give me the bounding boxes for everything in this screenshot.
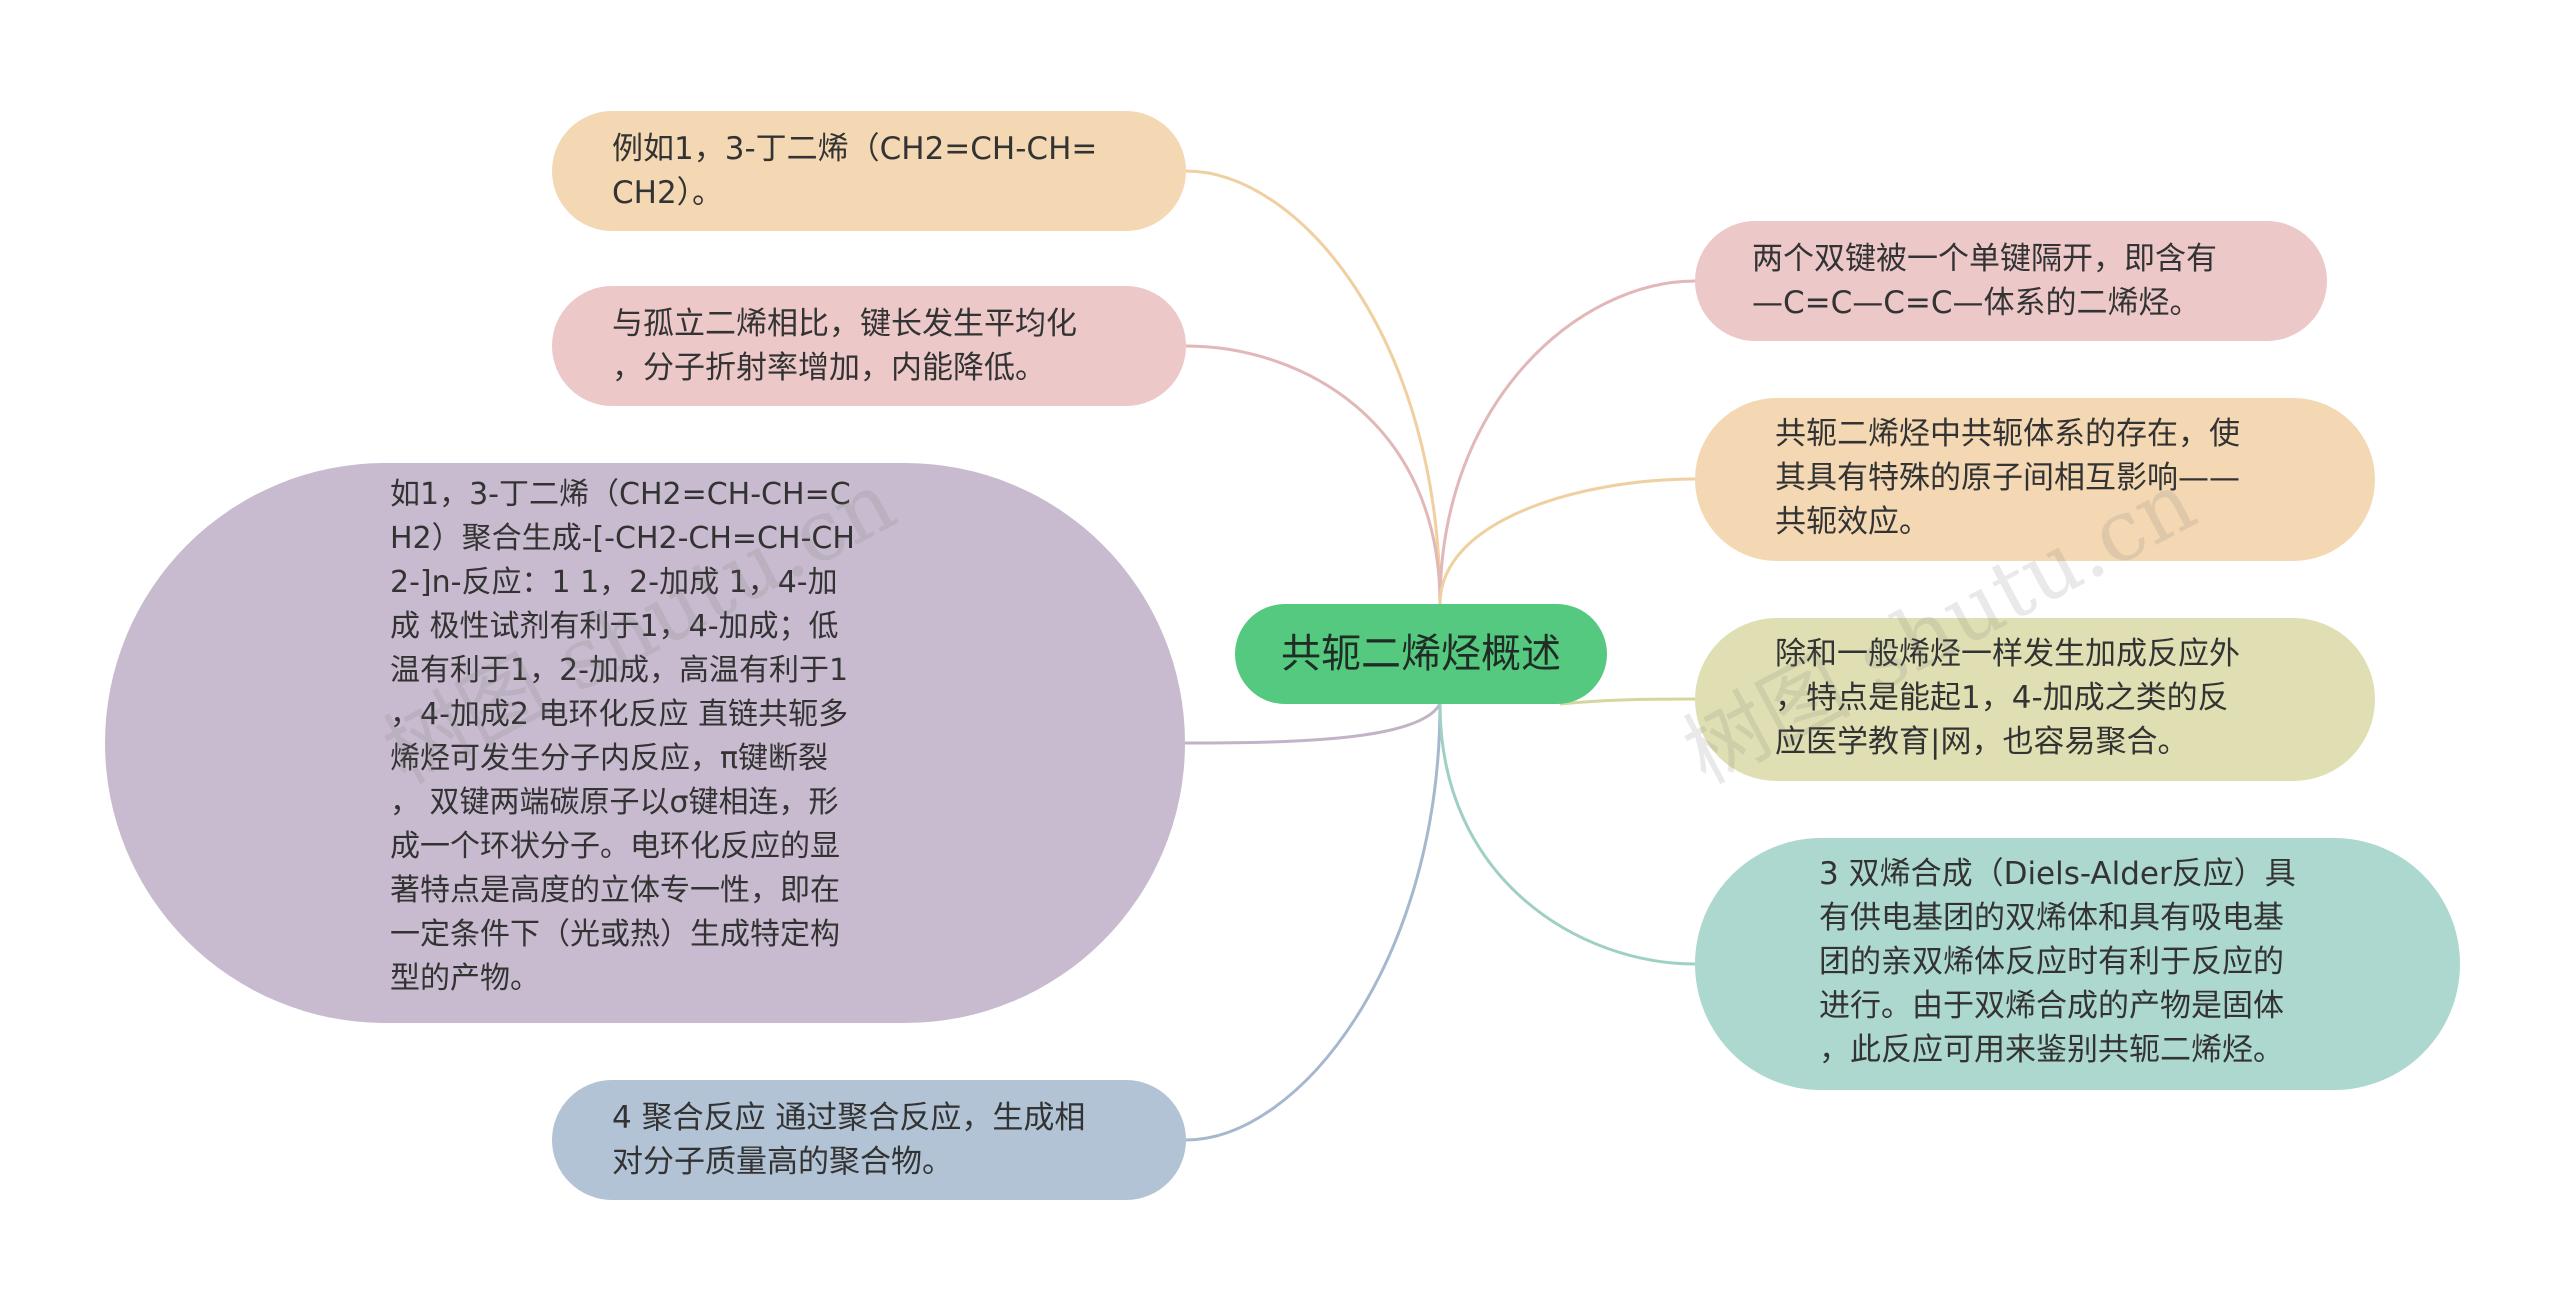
link-right-3 (1559, 697, 1696, 706)
center-topic[interactable]: 共轭二烯烃概述 (1235, 604, 1607, 704)
link-left-4 (1185, 703, 1442, 1142)
link-left-3 (1184, 703, 1442, 745)
link-left-1 (1185, 169, 1442, 605)
link-right-2 (1438, 477, 1696, 605)
node-left-2[interactable]: 与孤立二烯相比，键长发生平均化 ，分子折射率增加，内能降低。 (552, 286, 1186, 406)
link-right-4 (1438, 703, 1696, 966)
node-right-4[interactable]: 3 双烯合成（Diels-Alder反应）具 有供电基团的双烯体和具有吸电基 团… (1695, 838, 2460, 1090)
node-right-3[interactable]: 除和一般烯烃一样发生加成反应外 ，特点是能起1，4-加成之类的反 应医学教育|网… (1695, 618, 2375, 781)
node-left-1[interactable]: 例如1，3-丁二烯（CH2=CH-CH= CH2）。 (552, 111, 1186, 231)
node-right-1[interactable]: 两个双键被一个单键隔开，即含有 —C=C—C=C—体系的二烯烃。 (1695, 221, 2327, 341)
node-left-4[interactable]: 4 聚合反应 通过聚合反应，生成相 对分子质量高的聚合物。 (552, 1080, 1186, 1200)
link-left-2 (1185, 344, 1442, 605)
link-right-1 (1438, 279, 1696, 605)
node-right-2[interactable]: 共轭二烯烃中共轭体系的存在，使 其具有特殊的原子间相互影响—— 共轭效应。 (1695, 398, 2375, 561)
node-left-3[interactable]: 如1，3-丁二烯（CH2=CH-CH=C H2）聚合生成-[-CH2-CH=CH… (105, 463, 1185, 1023)
